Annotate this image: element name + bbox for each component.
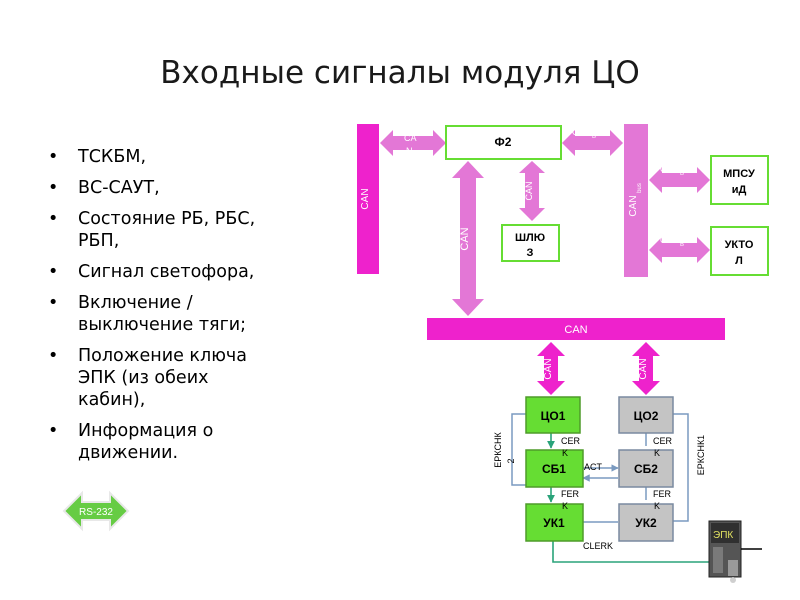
- svg-text:CAN: CAN: [564, 324, 587, 336]
- uk2-module: УК2: [618, 503, 674, 542]
- svg-text:МПСУ: МПСУ: [723, 168, 755, 180]
- list-item: ВС-САУТ,: [44, 177, 259, 199]
- svg-text:Л: Л: [735, 255, 743, 267]
- svg-text:З: З: [527, 247, 534, 259]
- f2-label: Ф2: [495, 135, 512, 149]
- can-bus-label: CAN: [628, 195, 639, 216]
- can-arrow-shlyuz: CAN: [519, 161, 545, 221]
- uktol-module: УКТО Л: [710, 226, 769, 276]
- can-arrow-co1: CAN: [537, 342, 565, 395]
- fer1-label: FER: [561, 489, 580, 499]
- svg-text:B: B: [680, 171, 684, 177]
- svg-text:ЦО2: ЦО2: [634, 409, 659, 423]
- svg-text:B: B: [680, 242, 684, 248]
- svg-text:CAN: CAN: [660, 235, 679, 245]
- sb1-module: СБ1: [525, 449, 584, 488]
- svg-text:CAN: CAN: [660, 164, 679, 174]
- uk1-module: УК1: [525, 503, 584, 542]
- can-arrow-f2-right: CAN B: [562, 127, 623, 156]
- list-item: Информация о движении.: [44, 420, 259, 464]
- svg-text:K: K: [562, 501, 568, 511]
- fer2-label: FER: [653, 489, 672, 499]
- cer2-label: CER: [653, 436, 673, 446]
- epk-label: ЭПК: [713, 530, 733, 541]
- svg-text:2: 2: [506, 458, 516, 463]
- svg-text:CA: CA: [404, 133, 417, 143]
- can-arrow-uktol: CAN B: [649, 235, 710, 263]
- can-arrow-mpsu: CAN B: [649, 164, 710, 193]
- svg-text:CAN: CAN: [543, 358, 554, 379]
- co1-module: ЦО1: [525, 396, 581, 434]
- svg-text:K: K: [654, 448, 660, 458]
- svg-text:K: K: [654, 501, 660, 511]
- svg-text:ЦО1: ЦО1: [541, 409, 566, 423]
- list-item: Состояние РБ, РБС, РБП,: [44, 208, 259, 252]
- svg-text:N: N: [406, 146, 413, 156]
- rs232-arrow: RS-232: [62, 490, 130, 532]
- svg-text:иД: иД: [732, 184, 747, 196]
- can-bus-left: CAN: [357, 124, 379, 274]
- cer1-label: CER: [561, 436, 581, 446]
- input-signal-list: ТСКБМ, ВС-САУТ, Состояние РБ, РБС, РБП, …: [44, 146, 259, 473]
- f2-module: Ф2: [445, 125, 562, 160]
- co2-module: ЦО2: [618, 396, 674, 434]
- erkchk1-label: ЕРКСНК1: [696, 435, 706, 475]
- can-arrow-co2: CAN: [632, 342, 660, 395]
- can-arrow-f2-left: CA N: [380, 130, 446, 156]
- svg-text:K: K: [562, 448, 568, 458]
- svg-text:CAN: CAN: [638, 358, 649, 379]
- rs232-label: RS-232: [79, 507, 113, 518]
- page-title: Входные сигналы модуля ЦО: [160, 55, 640, 91]
- can-left-label: CAN: [360, 188, 371, 209]
- can-arrow-vertical: CAN: [452, 161, 484, 316]
- connection-lines: [511, 413, 689, 523]
- epk-device: ЭПК: [708, 520, 762, 583]
- clerk-label: CLERK: [583, 541, 613, 551]
- svg-text:СБ1: СБ1: [542, 462, 566, 476]
- svg-text:B: B: [592, 134, 596, 140]
- sb2-module: СБ2: [618, 449, 674, 488]
- shlyuz-module: ШЛЮ З: [501, 224, 560, 262]
- svg-text:CAN: CAN: [459, 227, 471, 250]
- svg-text:bus: bus: [637, 183, 643, 193]
- svg-text:УК2: УК2: [635, 516, 657, 530]
- erkchk2-label: ЕРКСНК: [493, 432, 503, 468]
- list-item: Сигнал светофора,: [44, 261, 259, 283]
- list-item: Включение / выключение тяги;: [44, 292, 259, 336]
- svg-text:CAN: CAN: [572, 127, 591, 137]
- mpsu-module: МПСУ иД: [710, 155, 769, 205]
- act-label: ACT: [584, 462, 603, 472]
- list-item: ТСКБМ,: [44, 146, 259, 168]
- can-bus-horizontal: CAN: [427, 318, 725, 340]
- svg-text:CAN: CAN: [524, 181, 534, 200]
- can-bus-right: CAN bus: [624, 124, 648, 277]
- list-item: Положение ключа ЭПК (из обеих кабин),: [44, 345, 259, 411]
- svg-text:УКТО: УКТО: [725, 239, 754, 251]
- svg-text:УК1: УК1: [543, 516, 565, 530]
- svg-text:СБ2: СБ2: [634, 462, 658, 476]
- svg-text:ШЛЮ: ШЛЮ: [515, 232, 545, 244]
